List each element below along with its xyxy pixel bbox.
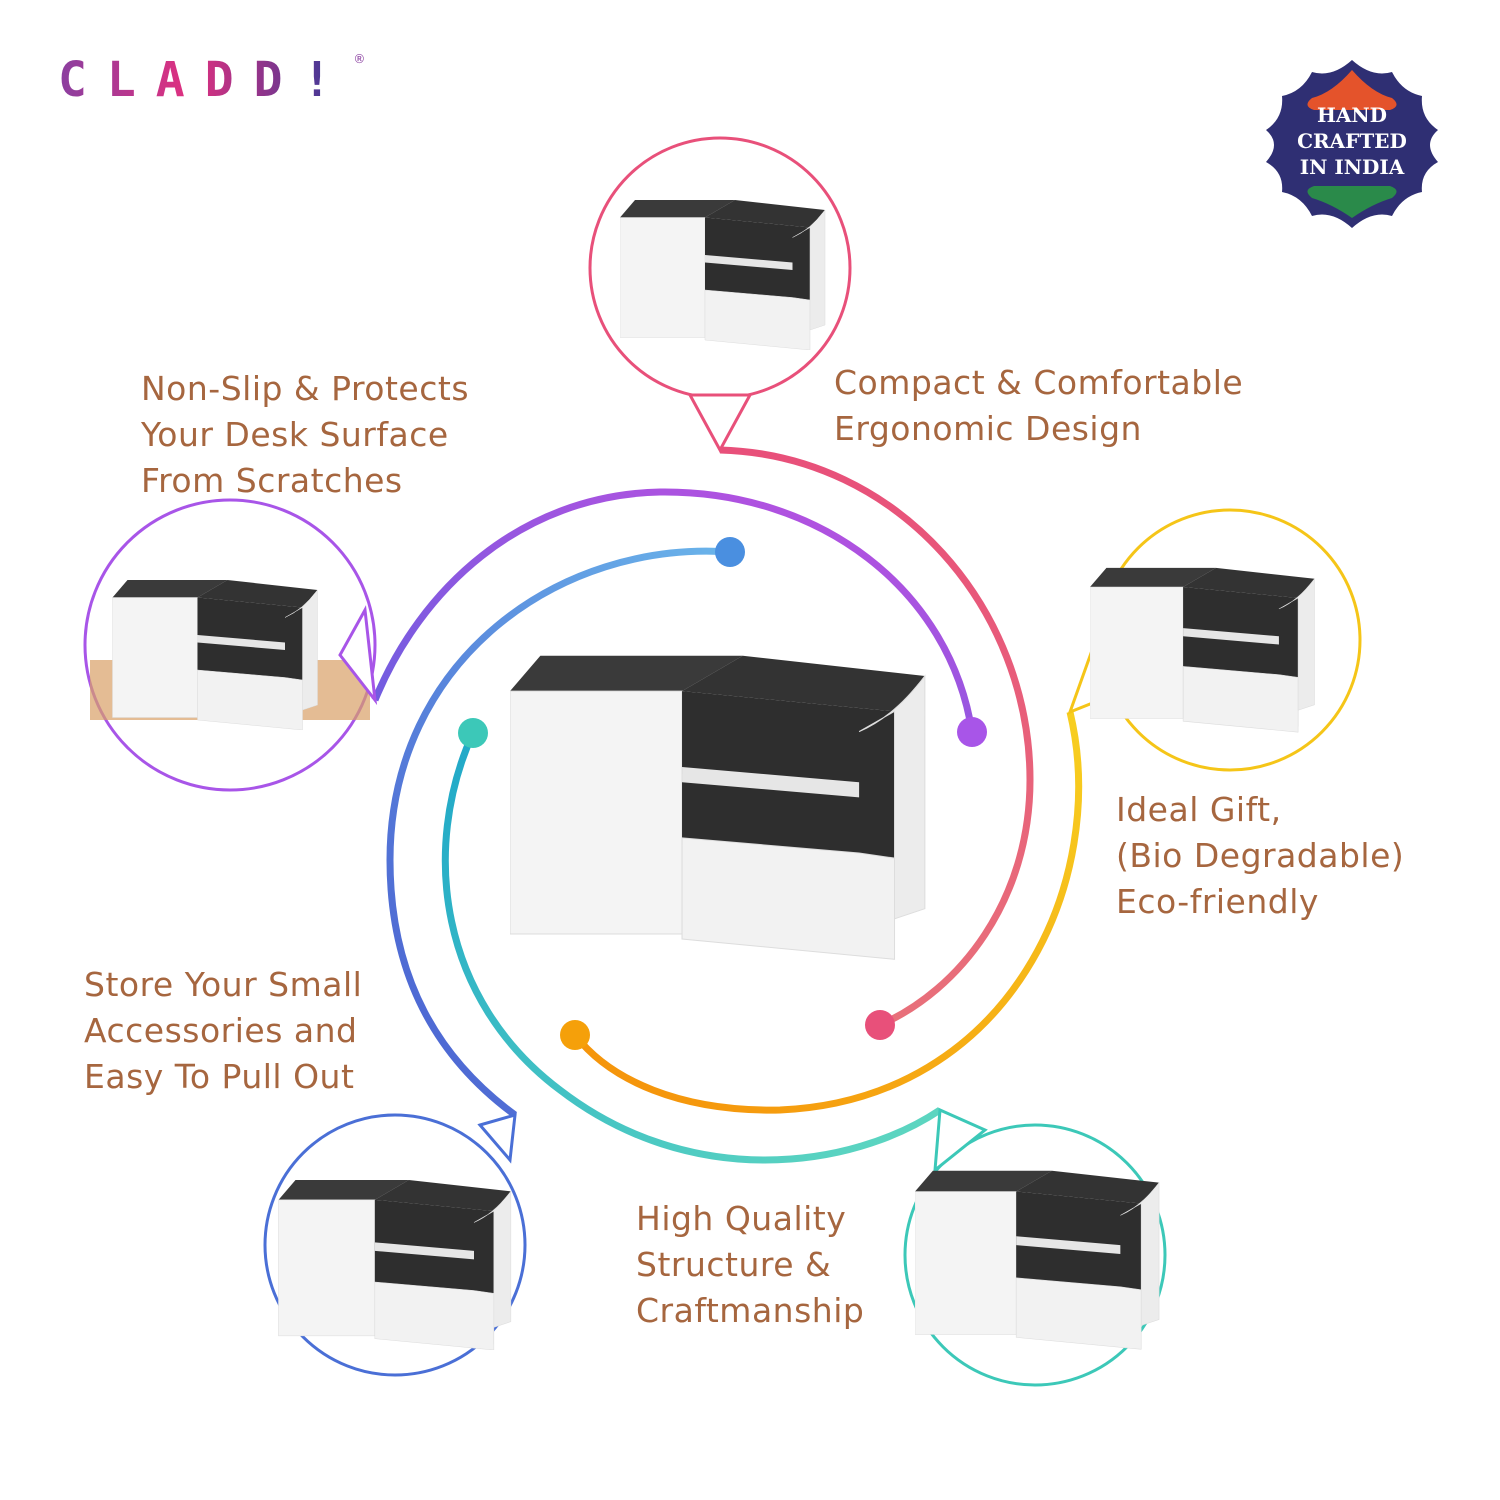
brand: CLADD! ®	[58, 52, 365, 108]
handcrafted-badge: HAND CRAFTED IN INDIA	[1262, 58, 1442, 230]
arc-blue	[386, 547, 731, 1118]
dot-teal	[458, 718, 488, 748]
arc-teal	[441, 731, 942, 1164]
arc-purple	[371, 488, 976, 733]
dot-orange	[560, 1020, 590, 1050]
callout-bottom-left	[263, 1112, 527, 1377]
callout-left	[83, 498, 378, 792]
dot-blue	[715, 537, 745, 567]
badge-shape-icon	[1266, 60, 1438, 228]
callout-top	[588, 136, 852, 454]
feature-compact-design: Compact & Comfortable Ergonomic Design	[834, 363, 1244, 448]
feature-non-slip: Non-Slip & Protects Your Desk Surface Fr…	[141, 369, 470, 500]
product-image	[510, 655, 926, 960]
feature-storage: Store Your Small Accessories and Easy To…	[84, 965, 363, 1096]
brand-logo: CLADD!	[58, 52, 352, 108]
dot-purple	[957, 717, 987, 747]
dot-pink	[865, 1010, 895, 1040]
callout-bottom-right	[903, 1107, 1167, 1387]
feature-quality: High Quality Structure & Craftmanship	[636, 1199, 865, 1330]
feature-eco-friendly: Ideal Gift, (Bio Degradable) Eco-friendl…	[1116, 790, 1405, 921]
registered-mark: ®	[353, 52, 366, 66]
callout-right	[1067, 508, 1362, 772]
badge-text: HAND CRAFTED IN INDIA	[1297, 103, 1407, 179]
arc-yellow	[572, 711, 1083, 1114]
arc-pink	[719, 446, 1034, 1029]
